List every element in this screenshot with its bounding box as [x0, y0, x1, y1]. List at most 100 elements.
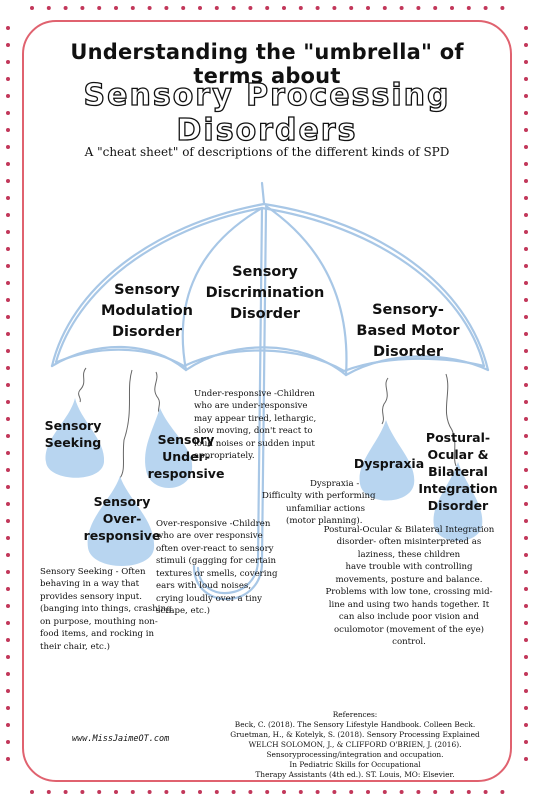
drop-label-seeking-line1: Sensory — [44, 418, 102, 433]
border-dot — [298, 6, 303, 10]
border-dot — [6, 349, 10, 353]
border-dot — [6, 519, 10, 523]
border-dot — [349, 6, 354, 10]
border-dot — [6, 162, 10, 166]
border-dot — [332, 790, 337, 794]
border-dot — [524, 485, 528, 489]
tagline: A "cheat sheet" of descriptions of the d… — [84, 145, 450, 159]
page-title: Understanding the "umbrella" of terms ab… — [70, 40, 464, 88]
border-dot — [6, 332, 10, 336]
border-dot — [6, 757, 10, 761]
desc-underresponsive: Under-responsive -Children who are under… — [194, 388, 344, 463]
drop-label-dyspraxia-line1: Dyspraxia — [353, 456, 425, 471]
category-discrimination-line3: Disorder — [229, 306, 301, 323]
desc-seeking-line6: food items, and rocking in — [40, 629, 155, 640]
border-dot — [30, 790, 34, 794]
drop-label-postural-line2: Ocular & — [427, 446, 489, 462]
category-discrimination: Sensory Discrimination Disorder — [204, 262, 326, 325]
border-dot — [524, 43, 528, 47]
border-dot — [524, 162, 528, 166]
desc-dyspraxia-line4: (motor planning). — [286, 516, 363, 527]
border-dot — [6, 451, 10, 455]
desc-postural-line3: laziness, these children — [357, 549, 461, 560]
border-dot — [524, 621, 528, 625]
border-dot — [524, 179, 528, 183]
border-dot — [524, 26, 528, 30]
drop-label-postural-line4: Integration — [418, 480, 498, 496]
border-dot — [147, 6, 152, 10]
border-dot — [164, 6, 169, 10]
desc-seeking-line5: on purpose, mouthing non- — [40, 616, 158, 627]
border-dot — [366, 790, 370, 794]
border-dot — [524, 740, 528, 744]
website-link[interactable]: www.MissJaimeOT.com — [72, 734, 170, 744]
border-dot — [524, 434, 528, 438]
border-dot — [524, 536, 528, 540]
border-dot — [524, 349, 528, 353]
desc-dyspraxia: Dyspraxia - Difficulty with performing u… — [262, 478, 392, 528]
border-dot — [524, 281, 528, 285]
border-dot — [450, 6, 454, 10]
border-dot — [6, 315, 10, 319]
border-dot — [6, 468, 10, 472]
drop-label-underresponsive-line3: responsive — [147, 465, 225, 481]
border-dot — [524, 332, 528, 336]
border-dot — [6, 94, 10, 98]
border-dot — [6, 281, 10, 285]
border-dot — [524, 672, 528, 676]
drop-label-dyspraxia: Dyspraxia — [344, 456, 434, 473]
drop-label-underresponsive: Sensory Under- responsive — [134, 432, 238, 483]
border-dot — [6, 298, 10, 302]
border-dot — [6, 43, 10, 47]
border-dot — [63, 790, 68, 794]
category-motor-line2: Based Motor — [356, 323, 460, 340]
desc-postural: Postural-Ocular & Bilateral Integration … — [316, 524, 502, 649]
border-dot — [6, 383, 10, 387]
border-dot — [524, 587, 528, 591]
category-discrimination-line1: Sensory — [232, 264, 298, 280]
references-line5: Sensoryprocessing/integration and occupa… — [266, 749, 444, 759]
border-dot — [6, 417, 10, 421]
border-dot — [6, 485, 10, 489]
rounded-frame — [22, 20, 512, 782]
desc-underresponsive-line6: appropriately. — [194, 451, 255, 462]
drop-overresponsive — [87, 476, 155, 566]
border-dot — [6, 264, 10, 268]
category-modulation-line2: Modulation — [100, 303, 194, 320]
desc-seeking: Sensory Seeking - Often behaving in a wa… — [40, 566, 190, 653]
desc-postural-line10: control. — [392, 637, 426, 648]
border-dot — [114, 6, 118, 10]
border-dot — [198, 790, 202, 794]
desc-overresponsive-line7: crying loudly over a tiny — [156, 593, 262, 604]
border-dot — [382, 6, 387, 10]
border-dot — [315, 6, 320, 10]
border-dot — [6, 128, 10, 132]
border-dot — [382, 790, 387, 794]
references-line6: In Pediatric Skills for Occupational — [289, 759, 421, 769]
border-dot — [6, 179, 10, 183]
border-dot — [130, 6, 135, 10]
desc-postural-line8: can also include poor vision and — [338, 612, 480, 623]
border-dot — [214, 6, 219, 10]
category-motor: Sensory- Based Motor Disorder — [352, 300, 464, 363]
drop-label-underresponsive-line2: Under- — [162, 448, 210, 464]
border-dot — [164, 790, 169, 794]
desc-seeking-line7: their chair, etc.) — [40, 641, 110, 652]
border-dot — [433, 790, 438, 794]
desc-underresponsive-line2: who are under-responsive — [194, 401, 308, 412]
desc-postural-line1: Postural-Ocular & Bilateral Integration — [323, 525, 495, 535]
drop-label-postural-line5: Disorder — [427, 497, 489, 513]
border-dot — [6, 570, 10, 574]
border-dot — [524, 247, 528, 251]
border-dot — [6, 553, 10, 557]
border-dot — [524, 111, 528, 115]
border-dot — [524, 757, 528, 761]
drop-label-postural: Postural- Ocular & Bilateral Integration… — [410, 430, 506, 514]
border-dot — [524, 689, 528, 693]
border-dot — [433, 6, 438, 10]
umbrella-rib-right — [264, 204, 348, 377]
border-dot — [6, 400, 10, 404]
drop-label-overresponsive-line1: Sensory — [93, 494, 151, 509]
border-dot — [416, 6, 421, 10]
